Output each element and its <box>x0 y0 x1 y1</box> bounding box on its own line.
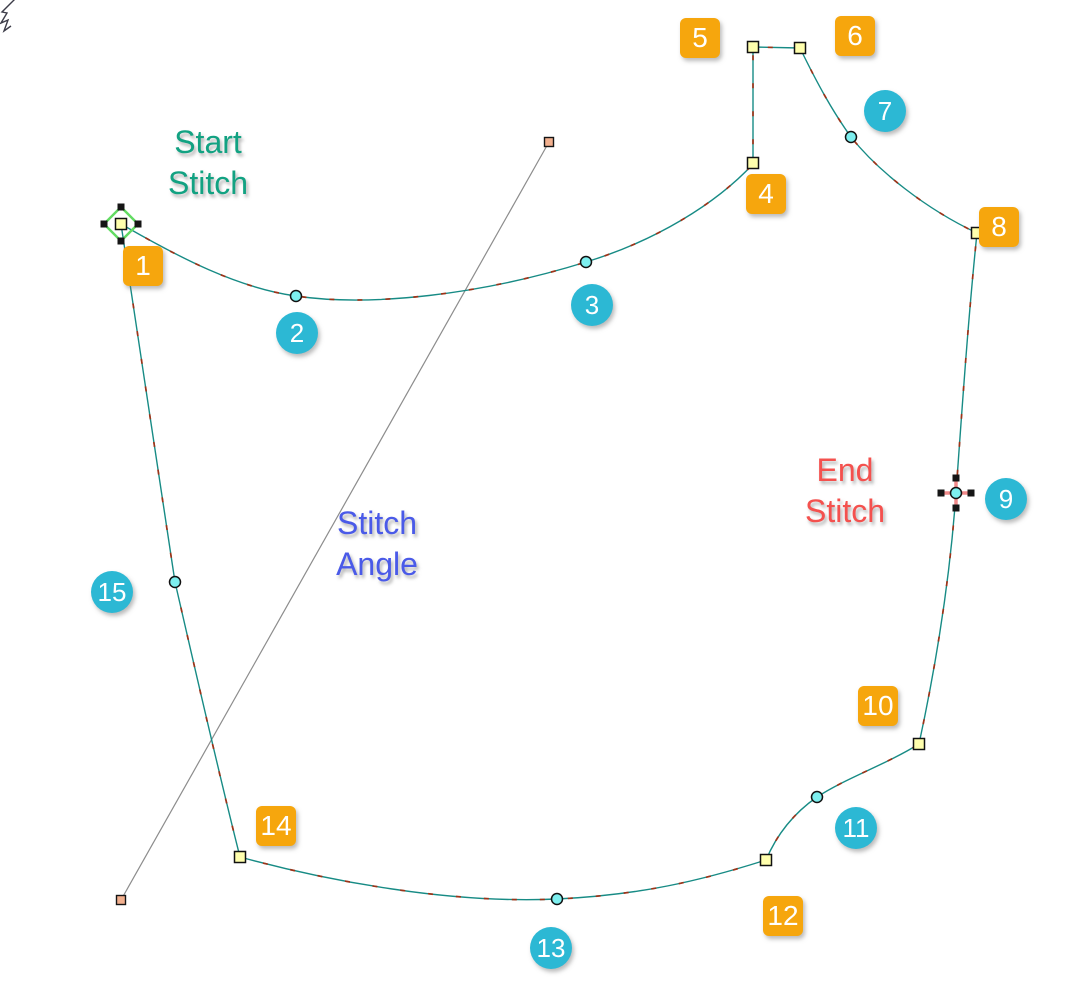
stitch-angle-endpoint-bottom[interactable] <box>115 894 127 906</box>
point-badge-5: 5 <box>680 18 720 58</box>
curve-node-11[interactable] <box>810 790 824 804</box>
point-badge-7: 7 <box>864 90 906 132</box>
selection-handle[interactable] <box>134 220 142 228</box>
stitch-angle-label-line2: Angle <box>336 546 418 582</box>
start-stitch-label-line1: Start <box>174 124 242 160</box>
stitch-angle-endpoint-top[interactable] <box>543 136 555 148</box>
point-badge-3: 3 <box>571 284 613 326</box>
corner-node-12[interactable] <box>759 853 773 867</box>
point-badge-15: 15 <box>91 571 133 613</box>
corner-node-6[interactable] <box>793 41 807 55</box>
stitch-angle-label: Stitch Angle <box>292 503 462 585</box>
stitch-angle-label-line1: Stitch <box>336 505 418 541</box>
mouse-pointer-icon <box>0 0 16 33</box>
corner-node-5[interactable] <box>746 40 760 54</box>
selection-handle[interactable] <box>117 237 125 245</box>
selection-handle[interactable] <box>952 504 960 512</box>
stitch-angle-guide-line <box>120 141 550 901</box>
end-stitch-label-line2: Stitch <box>804 493 886 529</box>
curve-node-9[interactable] <box>949 486 963 500</box>
point-badge-4: 4 <box>746 174 786 214</box>
curve-node-7[interactable] <box>844 130 858 144</box>
corner-node-10[interactable] <box>912 737 926 751</box>
selection-handle[interactable] <box>937 489 945 497</box>
end-stitch-label-line1: End <box>816 452 874 488</box>
point-badge-13: 13 <box>530 927 572 969</box>
start-stitch-label: Start Stitch <box>123 122 293 204</box>
corner-node-14[interactable] <box>233 850 247 864</box>
point-badge-10: 10 <box>858 686 898 726</box>
selection-handle[interactable] <box>117 203 125 211</box>
curve-node-13[interactable] <box>550 892 564 906</box>
point-badge-6: 6 <box>835 16 875 56</box>
point-badge-8: 8 <box>979 207 1019 247</box>
curve-node-2[interactable] <box>289 289 303 303</box>
curve-node-3[interactable] <box>579 255 593 269</box>
point-badge-11: 11 <box>835 807 877 849</box>
selection-handle[interactable] <box>952 474 960 482</box>
end-stitch-label: End Stitch <box>760 450 930 532</box>
point-badge-9: 9 <box>985 478 1027 520</box>
point-badge-1: 1 <box>123 246 163 286</box>
selection-handle[interactable] <box>100 220 108 228</box>
point-badge-2: 2 <box>276 312 318 354</box>
start-stitch-label-line2: Stitch <box>167 165 249 201</box>
corner-node-4[interactable] <box>746 156 760 170</box>
point-badge-14: 14 <box>256 806 296 846</box>
curve-node-15[interactable] <box>168 575 182 589</box>
corner-node-1[interactable] <box>114 217 128 231</box>
point-badge-12: 12 <box>763 896 803 936</box>
selection-handle[interactable] <box>967 489 975 497</box>
